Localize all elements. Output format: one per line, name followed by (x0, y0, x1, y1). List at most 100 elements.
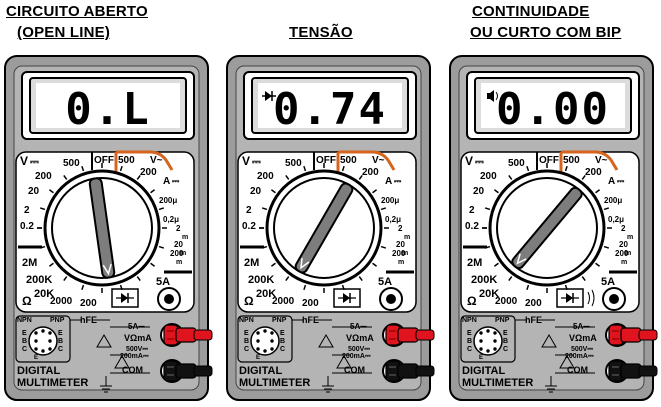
vac-outline (338, 150, 396, 171)
hfe-pin (263, 349, 267, 353)
dial-tick (358, 174, 363, 180)
jack-5a-hole (164, 294, 174, 304)
label-ohm-200: 200 (525, 298, 542, 309)
label-hfe: hFE (525, 315, 542, 325)
dial-tick (484, 245, 491, 249)
jack-5a-hole (609, 294, 619, 304)
dial-tick (358, 276, 363, 282)
dial-tick (508, 174, 513, 180)
dial-tick (158, 245, 165, 249)
label-a-200u: 200μ (604, 196, 622, 205)
label-vac-200: 200 (140, 167, 157, 178)
dial-tick (564, 284, 568, 291)
diode-range-icon (561, 293, 579, 303)
title-open-line-1: CIRCUITO ABERTO (6, 3, 148, 20)
dial-tick (63, 276, 68, 282)
label-jack-com: COM (567, 365, 588, 375)
label-vac-200: 200 (362, 167, 379, 178)
brand-line-1: DIGITAL (239, 365, 282, 377)
ground-icon (545, 376, 557, 393)
dial-tick (261, 207, 268, 211)
hfe-pin (270, 331, 274, 335)
label-a-dc-sym: ⎓ (394, 176, 402, 186)
ground-icon (322, 376, 334, 393)
hfe-pin (48, 339, 52, 343)
title-voltage: TENSÃO (289, 24, 353, 41)
knob-pointer (88, 177, 116, 279)
dial-tick (48, 189, 54, 194)
dial-tick (270, 262, 276, 267)
label-ohm-2m: 2M (467, 257, 482, 269)
label-ohm: Ω (244, 294, 254, 308)
hfe-pin (256, 347, 260, 351)
dial-tick (341, 165, 345, 172)
label-vdc-200: 200 (257, 171, 274, 182)
label-vdc-2: 2 (469, 205, 475, 216)
label-pnp: PNP (272, 317, 287, 324)
hfe-pin (493, 347, 497, 351)
label-vac: V~ (372, 155, 385, 166)
label-pin-e2: E (503, 330, 508, 337)
dial-tick (39, 245, 46, 249)
label-a-dc-sym: ⎓ (172, 176, 180, 186)
dial-tick (372, 262, 378, 267)
label-ohm: Ω (467, 294, 477, 308)
dial-tick (303, 165, 307, 172)
label-v-dc: V (20, 154, 28, 168)
label-pin-e: E (22, 330, 27, 337)
label-ohm: Ω (22, 294, 32, 308)
label-npn: NPN (17, 317, 32, 324)
hfe-pin (479, 347, 483, 351)
jack-5a-hole (386, 294, 396, 304)
hfe-pin (34, 339, 38, 343)
label-off: OFF (539, 155, 559, 166)
label-a-range-unit: m (398, 259, 404, 266)
label-pin-c: C (244, 346, 249, 353)
warning-triangle-1 (541, 334, 557, 348)
label-jack-vohm: VΩmA (124, 333, 152, 343)
label-vac-200: 200 (585, 167, 602, 178)
dial-tick (581, 174, 586, 180)
pointer-bar (88, 177, 116, 279)
red-probe-plug (385, 324, 435, 346)
dial-tick (158, 207, 165, 211)
label-pin-b: B (244, 338, 249, 345)
label-pin-e3: E (34, 355, 38, 361)
label-pin-c2: C (503, 346, 508, 353)
hfe-pin (263, 329, 267, 333)
label-jack-5a: 5A⎓ (128, 322, 145, 331)
hfe-pin (41, 329, 45, 333)
label-ohm-20k: 20K (34, 288, 54, 300)
label-npn: NPN (239, 317, 254, 324)
label-vdc-02: 0.2 (242, 221, 256, 232)
label-a-range-num: 20 (396, 240, 405, 249)
label-a-range-num: 200 (392, 249, 406, 258)
label-pin-b2: B (280, 338, 285, 345)
label-vdc-20: 20 (28, 186, 40, 197)
dial-tick (380, 245, 387, 249)
label-vdc-20: 20 (250, 186, 262, 197)
label-a-range-num: 20 (619, 240, 628, 249)
dial-tick (484, 207, 491, 211)
label-ohm-2000: 2000 (50, 296, 73, 307)
hfe-pin (493, 331, 497, 335)
hfe-pin (270, 339, 274, 343)
dial-tick (285, 276, 290, 282)
label-ohm-200k: 200K (26, 274, 52, 286)
label-pin-b: B (467, 338, 472, 345)
label-a-range-unit: m (176, 259, 182, 266)
diode-icon (262, 91, 276, 101)
warning-triangle-1 (318, 334, 334, 348)
label-npn: NPN (462, 317, 477, 324)
dial-tick (136, 174, 141, 180)
label-a-range-num: 2 (398, 224, 403, 233)
dial-tick (595, 189, 601, 194)
label-a-02u: 0,2μ (385, 215, 401, 224)
label-jack-limit1: 500V⎓ (348, 346, 370, 353)
dial-tick (303, 284, 307, 291)
label-a-range-unit: m (182, 234, 188, 241)
dial-tick (380, 207, 387, 211)
label-5a: 5A (601, 276, 615, 288)
label-jack-limit1: 500V⎓ (126, 346, 148, 353)
